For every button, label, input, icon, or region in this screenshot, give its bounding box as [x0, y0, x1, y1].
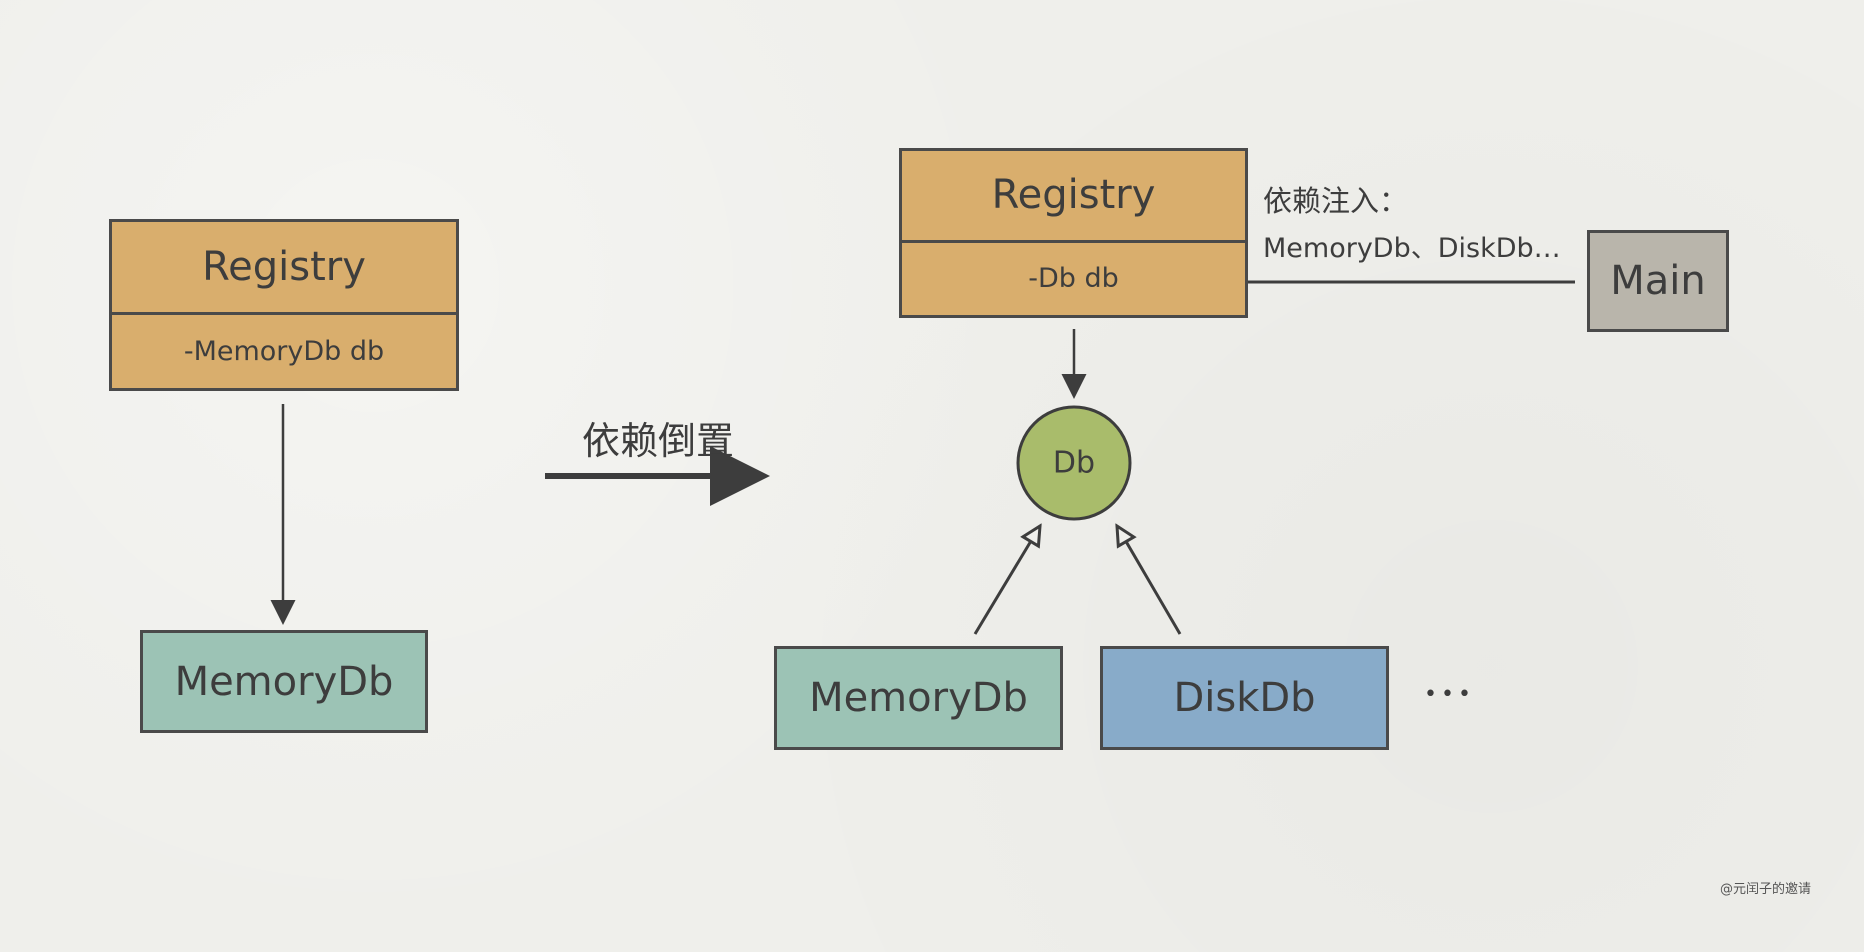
- left-memorydb-label: MemoryDb: [174, 658, 394, 705]
- diskdb-class: DiskDb: [1100, 646, 1389, 750]
- left-registry-class: Registry -MemoryDb db: [109, 219, 459, 391]
- right-registry-title: Registry: [902, 151, 1245, 243]
- right-memorydb-class: MemoryDb: [774, 646, 1063, 750]
- diskdb-label: DiskDb: [1173, 675, 1316, 721]
- transition-label: 依赖倒置: [582, 419, 735, 463]
- memorydb-implements-db-arrow: [973, 526, 1040, 635]
- injection-note-line2: MemoryDb、DiskDb…: [1263, 233, 1561, 264]
- diskdb-implements-db-arrow: [1117, 526, 1182, 635]
- right-memorydb-label: MemoryDb: [809, 675, 1028, 721]
- right-registry-class: Registry -Db db: [899, 148, 1248, 318]
- main-class: Main: [1587, 230, 1729, 332]
- more-implementations-ellipsis: •••: [1424, 682, 1475, 707]
- left-registry-title: Registry: [112, 222, 456, 315]
- injection-note-line1: 依赖注入：: [1263, 184, 1409, 218]
- left-registry-field: -MemoryDb db: [183, 335, 385, 367]
- right-registry-field: -Db db: [1028, 263, 1119, 295]
- db-interface-label: Db: [1052, 445, 1096, 481]
- left-memorydb-class: MemoryDb: [140, 630, 428, 733]
- db-interface-circle: [1016, 405, 1132, 521]
- watermark: @元闰子的邀请: [1720, 882, 1812, 897]
- main-label: Main: [1610, 258, 1706, 304]
